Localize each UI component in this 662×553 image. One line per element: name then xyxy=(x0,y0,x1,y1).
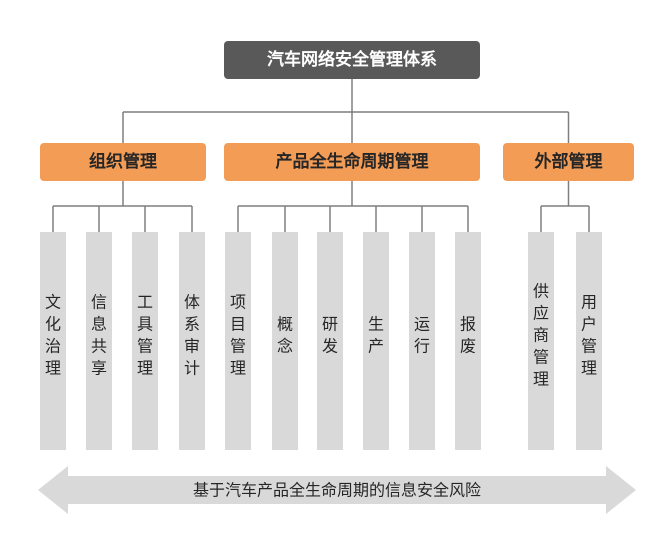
leaf-bar xyxy=(317,232,343,450)
leaf-label: 工具管理 xyxy=(137,293,153,378)
category-label: 产品全生命周期管理 xyxy=(276,151,429,172)
leaf-label: 供应商管理 xyxy=(533,282,549,389)
category-node: 外部管理 xyxy=(503,143,634,181)
footer-arrow: 基于汽车产品全生命周期的信息安全风险 xyxy=(38,466,636,514)
category-box xyxy=(40,143,206,181)
leaf-bar xyxy=(272,232,298,450)
leaf-node: 概念 xyxy=(272,232,298,450)
leaf-label: 项目管理 xyxy=(230,293,246,378)
leaf-label: 概念 xyxy=(277,315,293,356)
leaf-label: 信息共享 xyxy=(91,293,107,378)
footer-label: 基于汽车产品全生命周期的信息安全风险 xyxy=(193,481,481,500)
leaf-node: 运行 xyxy=(409,232,435,450)
root-box xyxy=(224,41,480,79)
category-box xyxy=(224,143,480,181)
root-node: 汽车网络安全管理体系 xyxy=(224,41,480,79)
category-box xyxy=(503,143,634,181)
leaf-bar xyxy=(576,232,602,450)
leaf-label: 文化治理 xyxy=(45,293,61,378)
leaf-node: 工具管理 xyxy=(132,232,158,450)
leaf-node: 用户管理 xyxy=(576,232,602,450)
leaf-label: 体系审计 xyxy=(184,293,200,378)
leaf-bar xyxy=(40,232,66,450)
leaf-bar xyxy=(132,232,158,450)
leaf-label: 运行 xyxy=(414,315,430,356)
leaf-bar xyxy=(225,232,251,450)
leaf-bar xyxy=(409,232,435,450)
connector-lines xyxy=(52,79,590,232)
leaf-node: 项目管理 xyxy=(225,232,251,450)
leaf-label: 报废 xyxy=(460,315,476,356)
category-node: 组织管理 xyxy=(40,143,206,181)
category-label: 外部管理 xyxy=(535,151,603,172)
root-label: 汽车网络安全管理体系 xyxy=(267,49,437,70)
leaf-bar xyxy=(86,232,112,450)
leaf-node: 供应商管理 xyxy=(528,232,554,450)
leaf-node: 报废 xyxy=(455,232,481,450)
leaf-label: 研发 xyxy=(322,315,338,356)
leaf-bar xyxy=(363,232,389,450)
leaf-node: 体系审计 xyxy=(179,232,205,450)
leaf-bar xyxy=(528,232,554,450)
leaf-node: 信息共享 xyxy=(86,232,112,450)
leaf-node: 文化治理 xyxy=(40,232,66,450)
category-nodes: 组织管理 产品全生命周期管理 外部管理 xyxy=(40,143,634,181)
double-arrow-icon xyxy=(38,466,636,514)
leaf-label: 生产 xyxy=(368,315,384,356)
category-label: 组织管理 xyxy=(89,151,157,172)
category-node: 产品全生命周期管理 xyxy=(224,143,480,181)
leaf-bar xyxy=(455,232,481,450)
leaf-node: 生产 xyxy=(363,232,389,450)
leaf-bar xyxy=(179,232,205,450)
leaf-label: 用户管理 xyxy=(581,293,597,378)
leaf-node: 研发 xyxy=(317,232,343,450)
